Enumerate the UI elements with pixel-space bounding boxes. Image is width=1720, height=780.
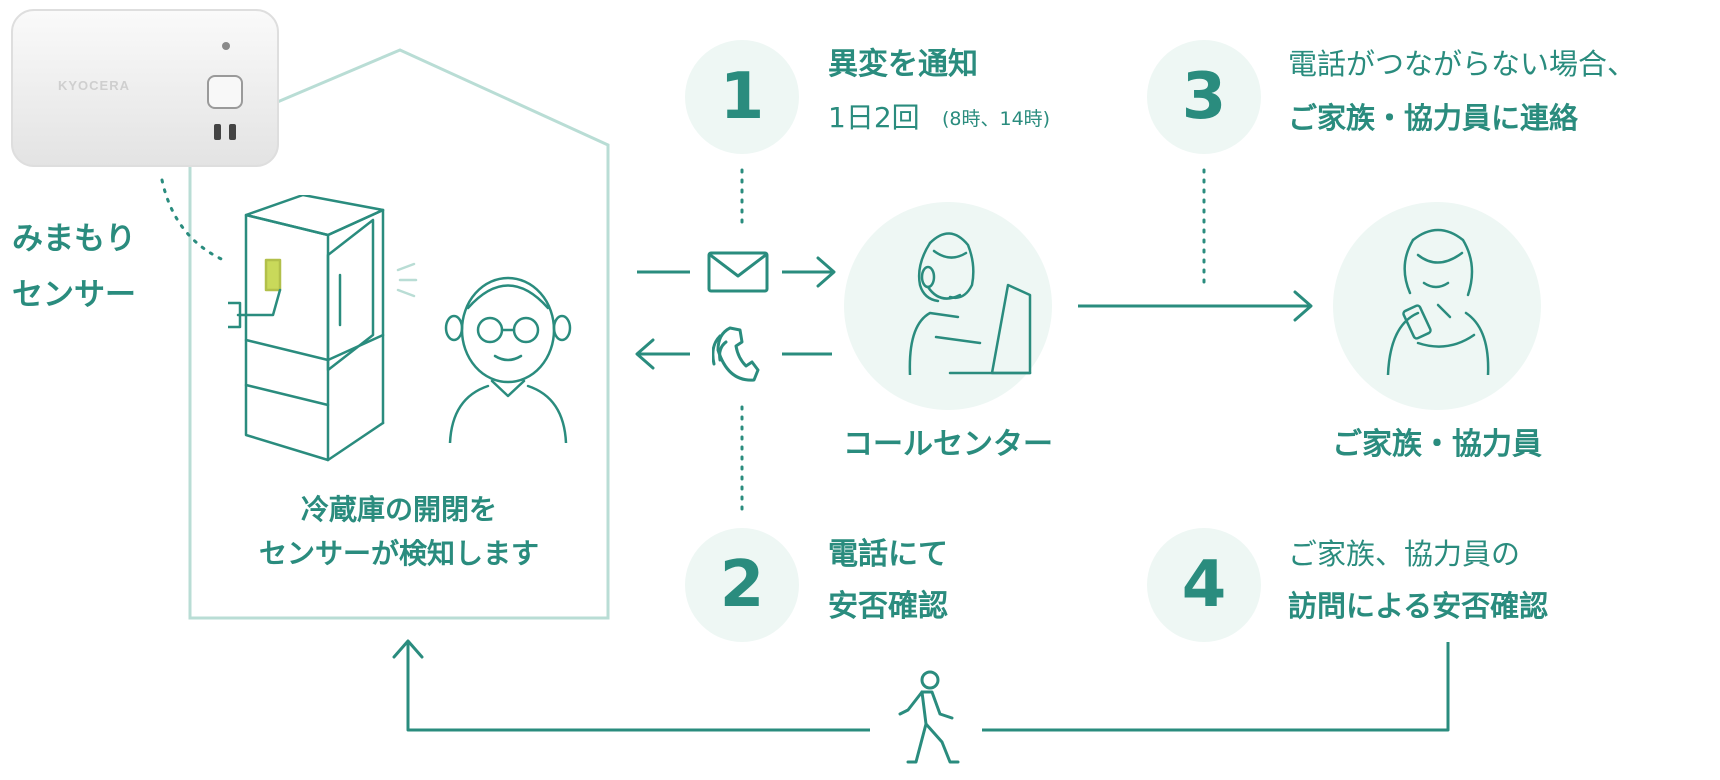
door-open-motion-icon [396,262,422,302]
step-3-line-2: ご家族・協力員に連絡 [1288,104,1578,133]
step-3-line-1: 電話がつながらない場合、 [1288,50,1636,79]
sensor-label-line-2: センサー [12,280,136,311]
sensor-brand-logo: KYOCERA [58,78,130,93]
visit-line-left [408,642,870,730]
step-1-schedule: 1日2回 [828,104,920,132]
phone-icon [712,322,764,386]
step-2-line-2: 安否確認 [828,592,948,622]
family-label: ご家族・協力員 [1327,430,1547,460]
refrigerator-icon [228,195,408,465]
house-caption-line-1: 冷蔵庫の開閉を [190,496,608,524]
call-center-operator-icon [880,225,1040,375]
step-1-number: 1 [685,64,799,130]
call-center-label: コールセンター [838,430,1058,460]
step-4-line-2: 訪問による安否確認 [1288,592,1548,621]
step-2-line-1: 電話にて [828,540,948,570]
step-3-number: 3 [1147,64,1261,130]
step-2-number: 2 [685,552,799,618]
elderly-person-icon [440,268,578,443]
envelope-icon [706,250,770,294]
family-member-icon [1378,225,1503,375]
step-1-note: (8時、14時) [942,110,1050,129]
house-caption-line-2: センサーが検知します [190,540,608,568]
step-4-line-1: ご家族、協力員の [1288,540,1520,569]
sensor-label-line-1: みまもり [12,224,136,255]
sensor-link [162,180,228,262]
walking-person-icon [892,670,964,766]
step-4-number: 4 [1147,552,1261,618]
mimamori-sensor-device [8,6,283,172]
visit-line-right [982,642,1448,730]
step-1-title: 異変を通知 [828,50,978,80]
